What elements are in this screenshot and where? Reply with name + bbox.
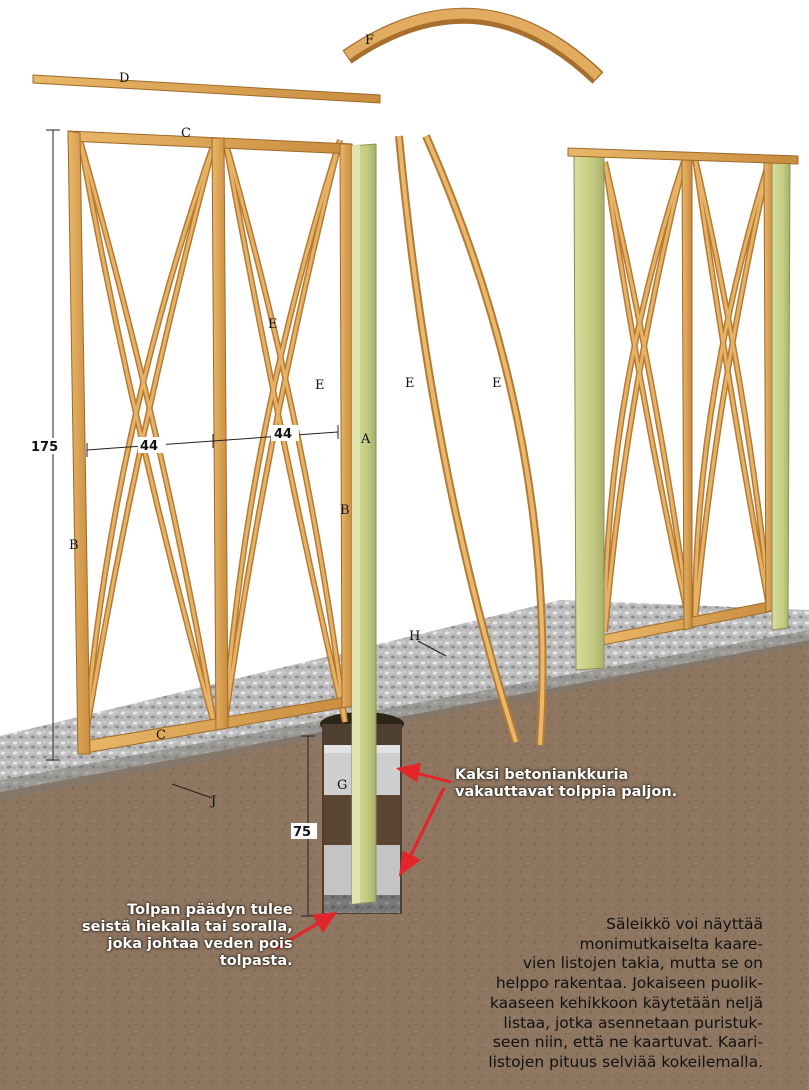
post-a bbox=[351, 143, 377, 905]
caption-line: helppo rakentaa. Jokaiseen puolik- bbox=[495, 974, 763, 993]
callout-line: seistä hiekalla tai soralla, bbox=[82, 919, 293, 935]
caption-line: kaaseen kehikkoon käytetään neljä bbox=[489, 993, 763, 1012]
callout-concrete-anchors: Kaksi betoniankkuria vakauttavat tolppia… bbox=[455, 767, 677, 801]
caption-line: monimutkaiselta kaare- bbox=[579, 934, 763, 953]
arrow-to-upper-anchor bbox=[415, 771, 452, 784]
label-e3: E bbox=[405, 376, 415, 391]
right-top-rail bbox=[567, 147, 799, 165]
callout-line: joka johtaa veden pois bbox=[107, 936, 293, 952]
top-rail-d bbox=[32, 74, 381, 104]
label-d: D bbox=[119, 71, 129, 86]
caption-line: Säleikkö voi näyttää bbox=[606, 915, 763, 933]
label-j: J bbox=[209, 794, 216, 809]
caption-line: listaa, jotka asennetaan puristuk- bbox=[503, 1013, 763, 1032]
frame-right-stile bbox=[339, 143, 353, 709]
callout-sand-base: Tolpan päädyn tulee seistä hiekalla tai … bbox=[82, 902, 293, 970]
loose-slats bbox=[395, 134, 547, 746]
callout-line: Kaksi betoniankkuria bbox=[455, 767, 629, 783]
gravel-bed-front-edge bbox=[0, 630, 809, 800]
right-post-left bbox=[573, 155, 605, 671]
right-trellis-panel bbox=[567, 147, 799, 671]
label-f: F bbox=[365, 33, 374, 48]
label-e4: E bbox=[492, 376, 502, 391]
callout-line: tolpasta. bbox=[219, 953, 293, 969]
caption-line: listojen pituus selviää kokeilemalla. bbox=[488, 1052, 763, 1071]
arrow-to-sand-base bbox=[274, 920, 321, 951]
arrows bbox=[274, 762, 452, 951]
dimension-height: 175 bbox=[31, 440, 58, 455]
arch-f bbox=[342, 7, 604, 84]
label-g: G bbox=[337, 778, 347, 793]
left-trellis-panel bbox=[67, 130, 353, 755]
label-b-right: B bbox=[340, 503, 350, 518]
caption-line: seen niin, että ne kaartuvat. Kaari- bbox=[492, 1033, 763, 1052]
frame-middle-stile bbox=[211, 137, 229, 731]
label-c-bottom: C bbox=[156, 728, 166, 743]
right-post-right bbox=[771, 159, 791, 631]
frame-left-stile bbox=[67, 130, 91, 755]
caption-line: vien listojen takia, mutta se on bbox=[522, 954, 763, 973]
caption-text: Säleikkö voi näyttää monimutkaiselta kaa… bbox=[486, 915, 763, 1073]
dimension-width-left: 44 bbox=[140, 439, 158, 454]
dimension-depth: 75 bbox=[293, 825, 311, 840]
label-a: A bbox=[360, 432, 371, 447]
dimension-width-right: 44 bbox=[274, 427, 292, 442]
arrow-to-lower-anchor bbox=[408, 787, 446, 858]
label-b-left: B bbox=[69, 538, 79, 553]
label-c-top: C bbox=[181, 126, 191, 141]
callout-line: vakauttavat tolppia paljon. bbox=[455, 784, 678, 800]
label-e1: E bbox=[268, 317, 278, 332]
callout-line: Tolpan päädyn tulee bbox=[127, 902, 293, 918]
label-e2: E bbox=[315, 378, 325, 393]
label-h: H bbox=[409, 629, 420, 644]
